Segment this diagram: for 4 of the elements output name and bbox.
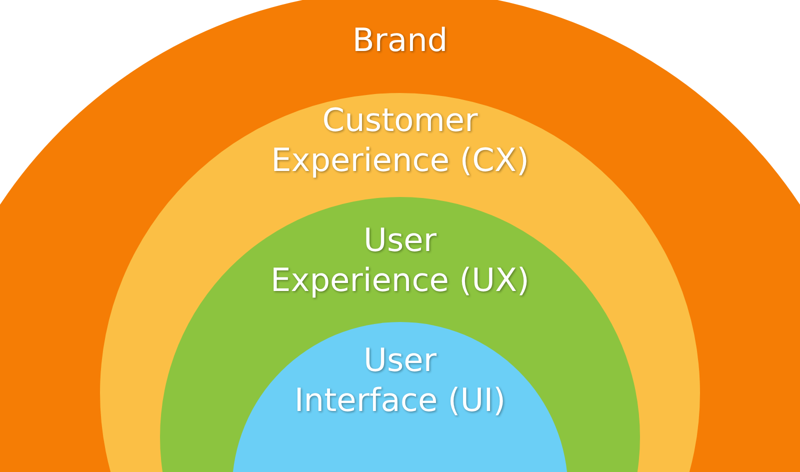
ring-label: User Interface (UI) [293,340,507,420]
ring-label: User Experience (UX) [270,220,530,300]
ring-label: Customer Experience (CX) [270,100,530,180]
ring-label: Brand [351,20,449,60]
